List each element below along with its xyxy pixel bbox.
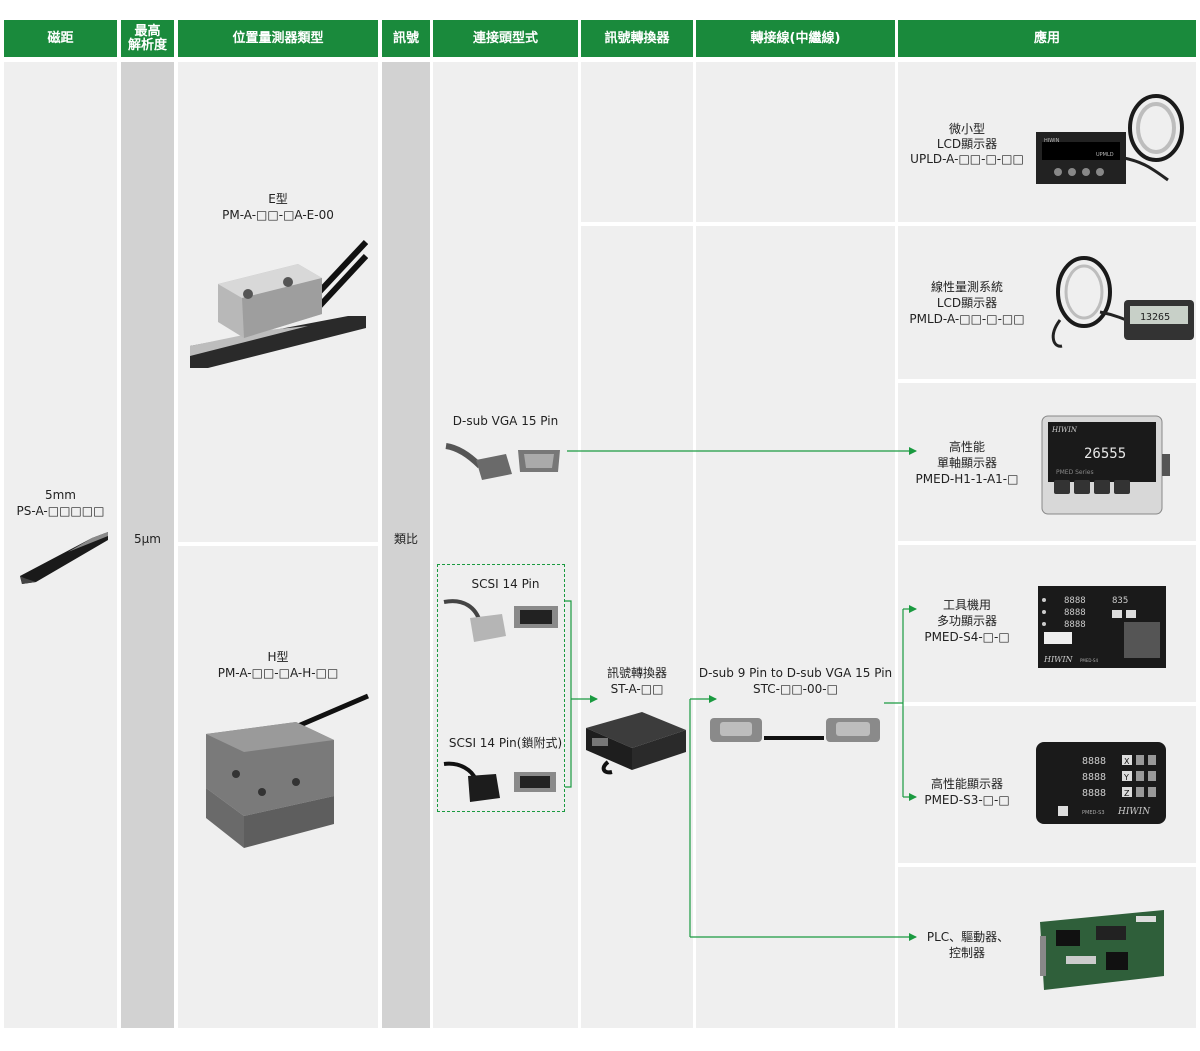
pmed-h1-display-image: HIWIN 26555 PMED Series	[1041, 415, 1170, 515]
s3-reading-2: 8888	[1082, 772, 1106, 783]
s4-reading-right: 835	[1112, 596, 1128, 606]
sensor-e-image	[190, 239, 368, 368]
s3-reading-1: 8888	[1082, 756, 1106, 767]
sensor-h-type: H型	[267, 650, 289, 664]
table-header: 磁距 最高 解析度 位置量測器類型 訊號 連接頭型式 訊號轉換器 轉接線(中繼線…	[4, 20, 1196, 57]
app-h1-model: PMED-H1-1-A1-□	[915, 472, 1019, 486]
scsi-group-box	[437, 564, 565, 812]
scsi-lock-connector-image	[443, 761, 556, 802]
s4-reading-1: 8888	[1064, 596, 1086, 606]
app-pmld-line2: LCD顯示器	[936, 296, 998, 310]
h1-reading: 26555	[1084, 446, 1126, 462]
sensor-h-model: PM-A-□□-□A-H-□□	[217, 666, 339, 680]
header-resolution-line2: 解析度	[127, 37, 167, 53]
header-cable: 轉接線(中繼線)	[696, 20, 895, 57]
plc-board-image	[1040, 910, 1164, 990]
app-h1-line2: 單軸顯示器	[936, 456, 997, 470]
app-s3-line1: 高性能顯示器	[930, 777, 1003, 791]
app-plc-line2: 控制器	[948, 946, 985, 960]
header-pitch: 磁距	[4, 20, 117, 57]
connector-scsi-lock-label: SCSI 14 Pin(鎖附式)	[448, 736, 563, 750]
scale-pitch: 5mm	[44, 488, 76, 502]
app-s4-line1: 工具機用	[942, 598, 991, 612]
header-sensor-type: 位置量測器類型	[178, 20, 378, 57]
connector-scsi-label: SCSI 14 Pin	[471, 577, 540, 591]
header-connector: 連接頭型式	[433, 20, 578, 57]
s3-reading-3: 8888	[1082, 788, 1106, 799]
s3-axis-y: Y	[1123, 773, 1129, 782]
scsi-connector-image	[443, 599, 558, 642]
header-signal: 訊號	[382, 20, 430, 57]
header-converter: 訊號轉換器	[581, 20, 693, 57]
sensor-e-model: PM-A-□□-□A-E-00	[222, 208, 334, 222]
resolution-value: 5μm	[134, 532, 161, 546]
app-s4-line2: 多功顯示器	[936, 614, 997, 628]
app-s4-model: PMED-S4-□-□	[924, 630, 1010, 644]
connector-dsub-label: D-sub VGA 15 Pin	[452, 414, 559, 428]
s4-model: PMED-S4	[1080, 658, 1098, 663]
app-plc-line1: PLC、驅動器、	[926, 930, 1010, 944]
dsub-vga-connector-image	[445, 443, 560, 480]
cell-cable-top	[696, 62, 895, 222]
app-pmld-line1: 線性量測系統	[930, 280, 1003, 294]
s4-brand: HIWIN	[1043, 655, 1074, 664]
app-h1-line1: 高性能	[948, 440, 985, 454]
column-connector	[433, 62, 578, 1028]
signal-converter-image	[586, 712, 686, 775]
pmld-reading: 13265	[1140, 312, 1170, 323]
header-application: 應用	[898, 20, 1196, 57]
cell-cable	[696, 226, 895, 1028]
h1-brand: HIWIN	[1051, 426, 1078, 434]
sensor-e-type: E型	[268, 192, 288, 206]
scale-model: PS-A-□□□□□	[16, 504, 105, 518]
relay-cable-image	[710, 718, 880, 742]
converter-model: ST-A-□□	[610, 682, 664, 696]
cell-converter-top	[581, 62, 693, 222]
signal-value: 類比	[393, 532, 418, 546]
h1-series: PMED Series	[1056, 469, 1094, 476]
cell-converter	[581, 226, 693, 1028]
s3-axis-z: Z	[1124, 789, 1130, 798]
header-resolution-line1: 最高	[134, 23, 161, 39]
column-signal	[382, 62, 430, 1028]
pmed-s4-display-image: 8888 8888 8888 835 HIWIN PMED-S4	[1038, 586, 1166, 668]
converter-name: 訊號轉換器	[606, 666, 667, 680]
sensor-h-image	[206, 693, 369, 848]
s4-reading-2: 8888	[1064, 608, 1086, 618]
header-resolution: 最高 解析度	[121, 20, 174, 57]
s3-brand: HIWIN	[1117, 807, 1151, 817]
app-s3-model: PMED-S3-□-□	[924, 793, 1010, 807]
app-upld-line1: 微小型	[948, 122, 985, 136]
upld-display-image: HIWIN UPMLD	[1036, 94, 1184, 184]
s4-reading-3: 8888	[1064, 620, 1086, 630]
upld-brand: HIWIN	[1044, 138, 1060, 144]
cable-model: STC-□□-00-□	[753, 682, 838, 696]
s3-model: PMED-S3	[1082, 810, 1105, 816]
magnetic-scale-image	[20, 532, 108, 584]
cable-name: D-sub 9 Pin to D-sub VGA 15 Pin	[698, 666, 893, 680]
app-pmld-model: PMLD-A-□□-□-□□	[909, 312, 1025, 326]
s3-axis-x: X	[1124, 757, 1130, 766]
upld-model: UPMLD	[1096, 152, 1114, 158]
pmld-display-image: 13265	[1051, 256, 1194, 348]
app-upld-model: UPLD-A-□□-□-□□	[910, 152, 1024, 166]
column-resolution	[121, 62, 174, 1028]
app-upld-line2: LCD顯示器	[936, 137, 998, 151]
pmed-s3-display-image: 8888 8888 8888 X Y Z PMED-S3 HIWIN	[1036, 742, 1166, 824]
